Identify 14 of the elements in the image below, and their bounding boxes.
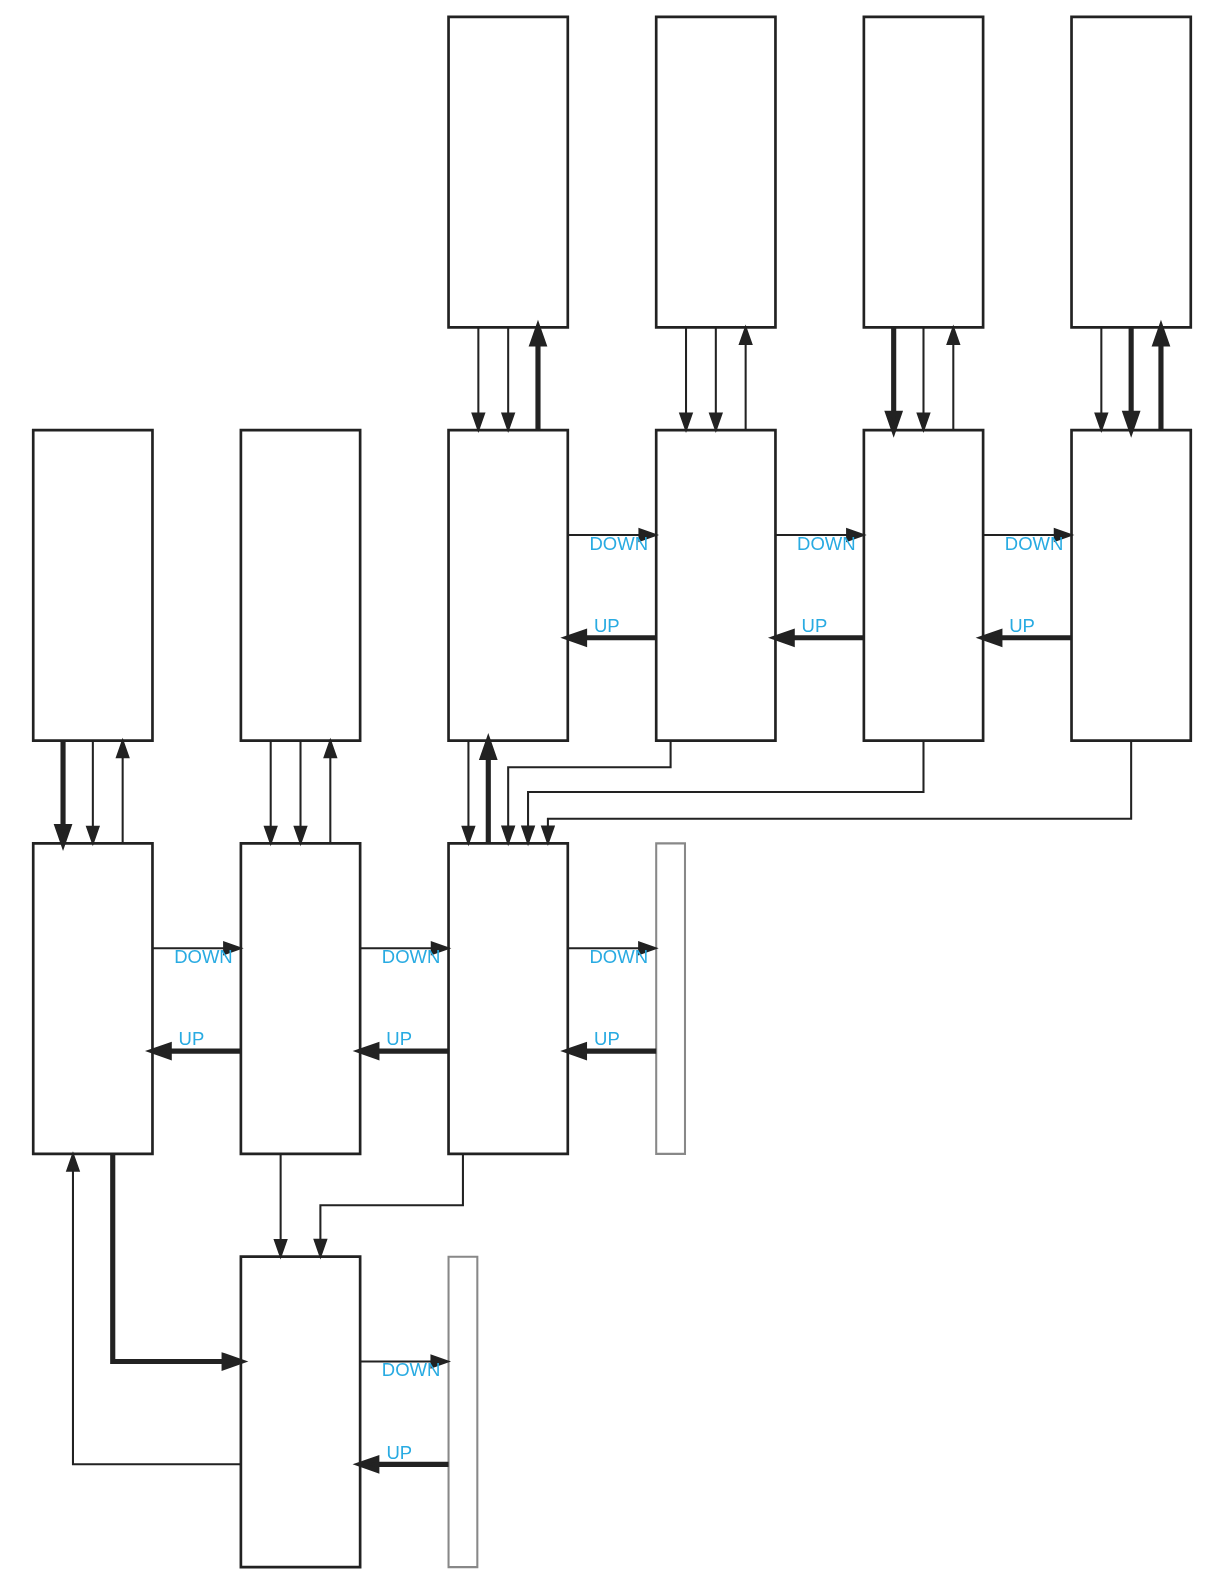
edge-label: DOWN: [381, 946, 441, 968]
edge-label: UP: [178, 1028, 205, 1050]
edge-label: UP: [386, 1441, 413, 1463]
edge-label: UP: [1009, 615, 1035, 637]
edge-label: UP: [386, 1028, 412, 1050]
edge-label: UP: [593, 615, 620, 637]
edge-label: UP: [594, 1028, 620, 1050]
edge-label: DOWN: [174, 946, 233, 968]
edge-label: DOWN: [589, 946, 649, 968]
edge-label: DOWN: [1004, 532, 1064, 554]
edge-label: UP: [801, 615, 828, 637]
edge-label: DOWN: [381, 1359, 441, 1381]
edge-label: DOWN: [797, 532, 856, 554]
edge-label: DOWN: [589, 532, 649, 554]
